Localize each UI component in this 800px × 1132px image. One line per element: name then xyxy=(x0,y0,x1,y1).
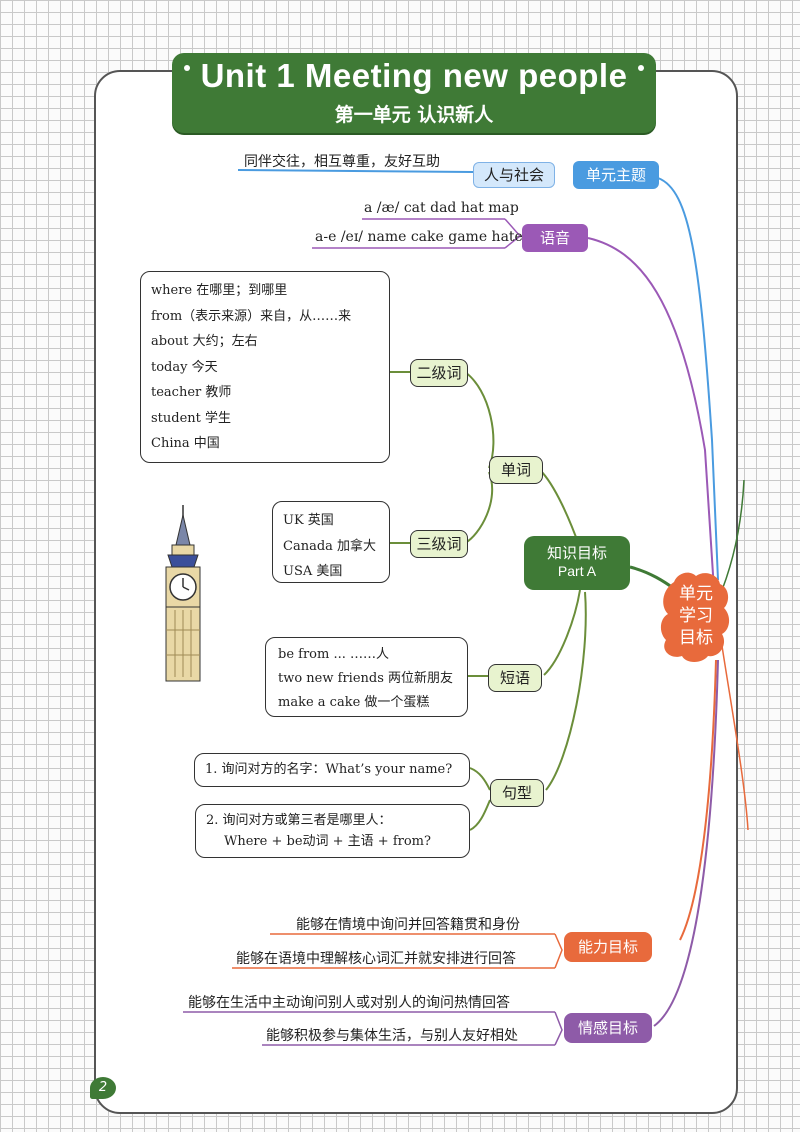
knowledge-branch-label: 知识目标 xyxy=(546,544,607,562)
word-item: teacher 教师 xyxy=(151,385,232,400)
word-item: from（表示来源）来自，从……来 xyxy=(151,308,352,324)
emotion-line: 能够在生活中主动询问别人或对别人的询问热情回答 xyxy=(188,995,510,1011)
sentence-box-2: 2. 询问对方或第三者是哪里人： Where + be动词 + 主语 + fro… xyxy=(195,804,470,858)
center-cloud-icon xyxy=(660,572,730,662)
theme-category: 人与社会 xyxy=(473,162,555,188)
ability-branch: 能力目标 xyxy=(564,932,652,962)
phonics-line: a /æ/ cat dad hat map xyxy=(364,200,519,216)
banner-dot xyxy=(638,65,644,71)
unit-title-english: Unit 1 Meeting new people xyxy=(200,57,628,94)
unit-title-chinese: 第一单元 认识新人 xyxy=(334,104,494,126)
word-item: UK 英国 xyxy=(283,513,334,528)
ability-line: 能够在情境中询问并回答籍贯和身份 xyxy=(296,917,520,933)
knowledge-part-label: Part A xyxy=(557,563,597,579)
phrase-item: two new friends 两位新朋友 xyxy=(278,671,454,686)
level3-words-box: UK 英国 Canada 加拿大 USA 美国 xyxy=(272,501,390,583)
title-banner: Unit 1 Meeting new people 第一单元 认识新人 xyxy=(172,53,656,133)
knowledge-branch: 知识目标 Part A xyxy=(524,536,630,590)
phrases-box: be from ... ……人 two new friends 两位新朋友 ma… xyxy=(265,637,468,717)
ability-line: 能够在语境中理解核心词汇并就安排进行回答 xyxy=(236,951,516,967)
word-item: about 大约；左右 xyxy=(151,334,258,349)
sentence-box-1: 1. 询问对方的名字：What’s your name? xyxy=(194,753,470,787)
banner-dot xyxy=(184,65,190,71)
big-ben-icon xyxy=(165,505,201,682)
sentence-item: 1. 询问对方的名字：What’s your name? xyxy=(205,762,453,777)
word-item: today 今天 xyxy=(151,359,218,375)
word-item: student 学生 xyxy=(151,410,232,426)
emotion-branch: 情感目标 xyxy=(564,1013,652,1043)
word-item: USA 美国 xyxy=(283,564,343,579)
center-node-label: 单元 学习 目标 xyxy=(679,584,713,648)
phrase-item: be from ... ……人 xyxy=(278,647,389,662)
level3-words-node: 三级词 xyxy=(410,530,468,558)
phrases-node: 短语 xyxy=(488,664,542,692)
theme-branch: 单元主题 xyxy=(573,161,659,189)
level2-words-node: 二级词 xyxy=(410,359,468,387)
word-item: China 中国 xyxy=(151,436,220,451)
sentence-item: 2. 询问对方或第三者是哪里人： xyxy=(206,813,392,828)
words-node: 单词 xyxy=(489,456,543,484)
page-number: 2 xyxy=(90,1077,116,1099)
emotion-line: 能够积极参与集体生活，与别人友好相处 xyxy=(266,1028,518,1044)
sentences-node: 句型 xyxy=(490,779,544,807)
theme-note: 同伴交往，相互尊重，友好互助 xyxy=(244,154,440,170)
word-item: where 在哪里；到哪里 xyxy=(151,283,288,298)
level2-words-box: where 在哪里；到哪里 from（表示来源）来自，从……来 about 大约… xyxy=(140,271,390,463)
phonics-branch: 语音 xyxy=(522,224,588,252)
word-item: Canada 加拿大 xyxy=(283,538,377,554)
sentence-item: Where + be动词 + 主语 + from? xyxy=(224,834,431,849)
phrase-item: make a cake 做一个蛋糕 xyxy=(278,695,430,710)
phonics-line: a-e /eɪ/ name cake game hate xyxy=(315,229,523,245)
